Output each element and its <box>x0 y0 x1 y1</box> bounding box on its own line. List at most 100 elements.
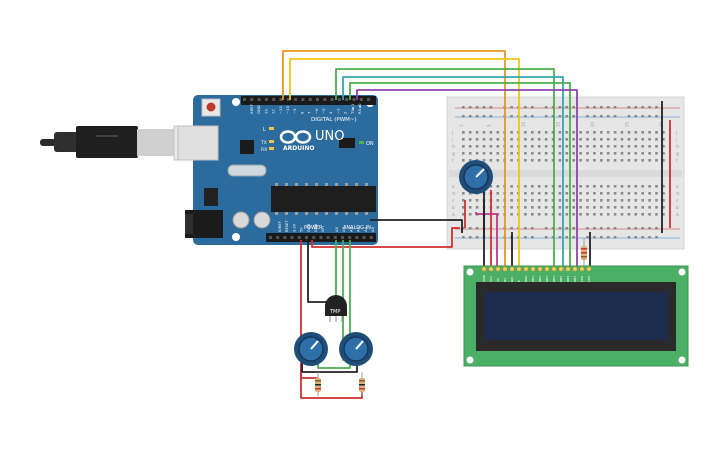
breadboard-row-label: b <box>452 205 455 211</box>
breadboard-row-label: c <box>676 199 679 204</box>
header-socket[interactable] <box>312 236 316 239</box>
wire-teal[interactable] <box>342 76 564 190</box>
header-socket[interactable] <box>305 236 308 239</box>
header-socket[interactable] <box>362 236 366 239</box>
wire-green-2[interactable] <box>349 82 571 190</box>
wire-yellow[interactable] <box>289 58 520 190</box>
header-socket[interactable] <box>323 98 327 101</box>
header-socket[interactable] <box>272 98 276 101</box>
digital-pin-label: GND <box>256 105 261 114</box>
wire-orange[interactable] <box>282 50 506 190</box>
header-socket[interactable] <box>283 236 287 239</box>
breadboard-row-label: a <box>452 213 455 218</box>
digital-header[interactable] <box>241 96 376 105</box>
lcd-pin[interactable] <box>565 266 571 272</box>
header-socket[interactable] <box>279 98 283 101</box>
header-socket[interactable] <box>319 236 323 239</box>
potentiometer-1[interactable] <box>294 332 328 366</box>
lcd-pin[interactable] <box>537 266 543 272</box>
lcd-pin-label: E <box>517 280 521 282</box>
wire-red-pot1[interactable] <box>300 372 318 379</box>
lcd-pin[interactable] <box>572 266 578 272</box>
header-socket[interactable] <box>355 236 359 239</box>
reset-button[interactable] <box>201 98 221 117</box>
power-pin-label: 3.3V <box>292 223 296 232</box>
header-socket[interactable] <box>286 98 290 101</box>
header-socket[interactable] <box>359 98 363 101</box>
header-socket[interactable] <box>250 98 254 101</box>
header-socket[interactable] <box>348 236 352 239</box>
lcd-pin[interactable] <box>488 266 494 272</box>
voltage-regulator <box>204 188 218 206</box>
lcd-pin[interactable] <box>481 266 487 272</box>
analog-pin-label: A5 <box>370 226 375 232</box>
wire-green-top[interactable] <box>335 68 555 190</box>
analog-header-label: ANALOG IN <box>343 225 371 231</box>
lcd-pin[interactable] <box>544 266 550 272</box>
header-socket[interactable] <box>326 236 330 239</box>
header-socket[interactable] <box>345 98 349 101</box>
header-socket[interactable] <box>316 98 319 101</box>
breadboard-center-channel <box>449 170 682 177</box>
header-socket[interactable] <box>290 236 294 239</box>
header-socket[interactable] <box>352 98 356 101</box>
wire-black-gnd-down[interactable] <box>307 240 332 303</box>
lcd-pin[interactable] <box>495 266 501 272</box>
lcd-pin[interactable] <box>516 266 522 272</box>
lcd-pin-label: DB4 <box>552 276 556 282</box>
potentiometer-2[interactable] <box>339 332 373 366</box>
lcd-pin[interactable] <box>509 266 515 272</box>
lcd-pin-label: LED <box>587 275 591 282</box>
header-socket[interactable] <box>333 236 337 239</box>
header-socket[interactable] <box>330 98 334 101</box>
arduino-uno-board[interactable]: UNO ARDUINO DIGITAL (PWM~) ANALOG IN POW… <box>177 95 378 245</box>
lcd-pin[interactable] <box>579 266 585 272</box>
header-socket[interactable] <box>264 98 268 101</box>
wire-red-5v-to-breadboard[interactable] <box>311 227 460 248</box>
header-socket[interactable] <box>308 98 312 101</box>
icsp-header[interactable] <box>339 138 355 148</box>
led-on-label: ON <box>366 141 374 147</box>
power-pin-label: Vin <box>321 226 325 232</box>
breadboard-row-label: e <box>452 185 455 190</box>
lcd-pin[interactable] <box>523 266 529 272</box>
header-socket[interactable] <box>243 98 246 101</box>
resistor-lcd-backlight[interactable] <box>581 238 587 268</box>
header-socket[interactable] <box>369 236 373 239</box>
wire-red-5v-down[interactable] <box>300 240 363 399</box>
header-socket[interactable] <box>297 236 301 239</box>
lcd-pin[interactable] <box>586 266 592 272</box>
wire-black-gnd-to-breadboard[interactable] <box>370 219 463 233</box>
header-socket[interactable] <box>269 236 272 239</box>
breadboard-row-label: d <box>452 191 455 197</box>
power-pin-label: IOREF <box>278 221 282 232</box>
power-pin-label: RESET <box>285 220 289 232</box>
lcd-pin[interactable] <box>530 266 536 272</box>
header-socket[interactable] <box>341 236 344 239</box>
temperature-sensor[interactable]: TMP <box>325 295 347 322</box>
breadboard-potentiometer[interactable] <box>459 160 493 194</box>
led-l-label: L <box>263 127 266 133</box>
header-socket[interactable] <box>367 98 371 101</box>
lcd-pin[interactable] <box>502 266 508 272</box>
breadboard-row-label: d <box>676 191 679 197</box>
digital-pin-label: 4 <box>328 111 333 114</box>
resistor-2[interactable] <box>359 372 365 396</box>
wire-pink-lcd-v0[interactable] <box>475 212 498 268</box>
led-rx <box>269 147 274 150</box>
header-socket[interactable] <box>301 98 305 101</box>
resistor-1[interactable] <box>315 372 321 396</box>
header-socket[interactable] <box>276 236 280 239</box>
header-socket[interactable] <box>337 98 341 101</box>
lcd-pin[interactable] <box>551 266 557 272</box>
atmega-chip-pins <box>275 183 368 215</box>
analog-pin-label: A0 <box>334 226 339 232</box>
lcd-pin[interactable] <box>558 266 564 272</box>
header-socket[interactable] <box>294 98 298 101</box>
header-socket[interactable] <box>257 98 261 101</box>
wire-purple[interactable] <box>356 89 578 190</box>
power-jack[interactable] <box>185 210 223 238</box>
